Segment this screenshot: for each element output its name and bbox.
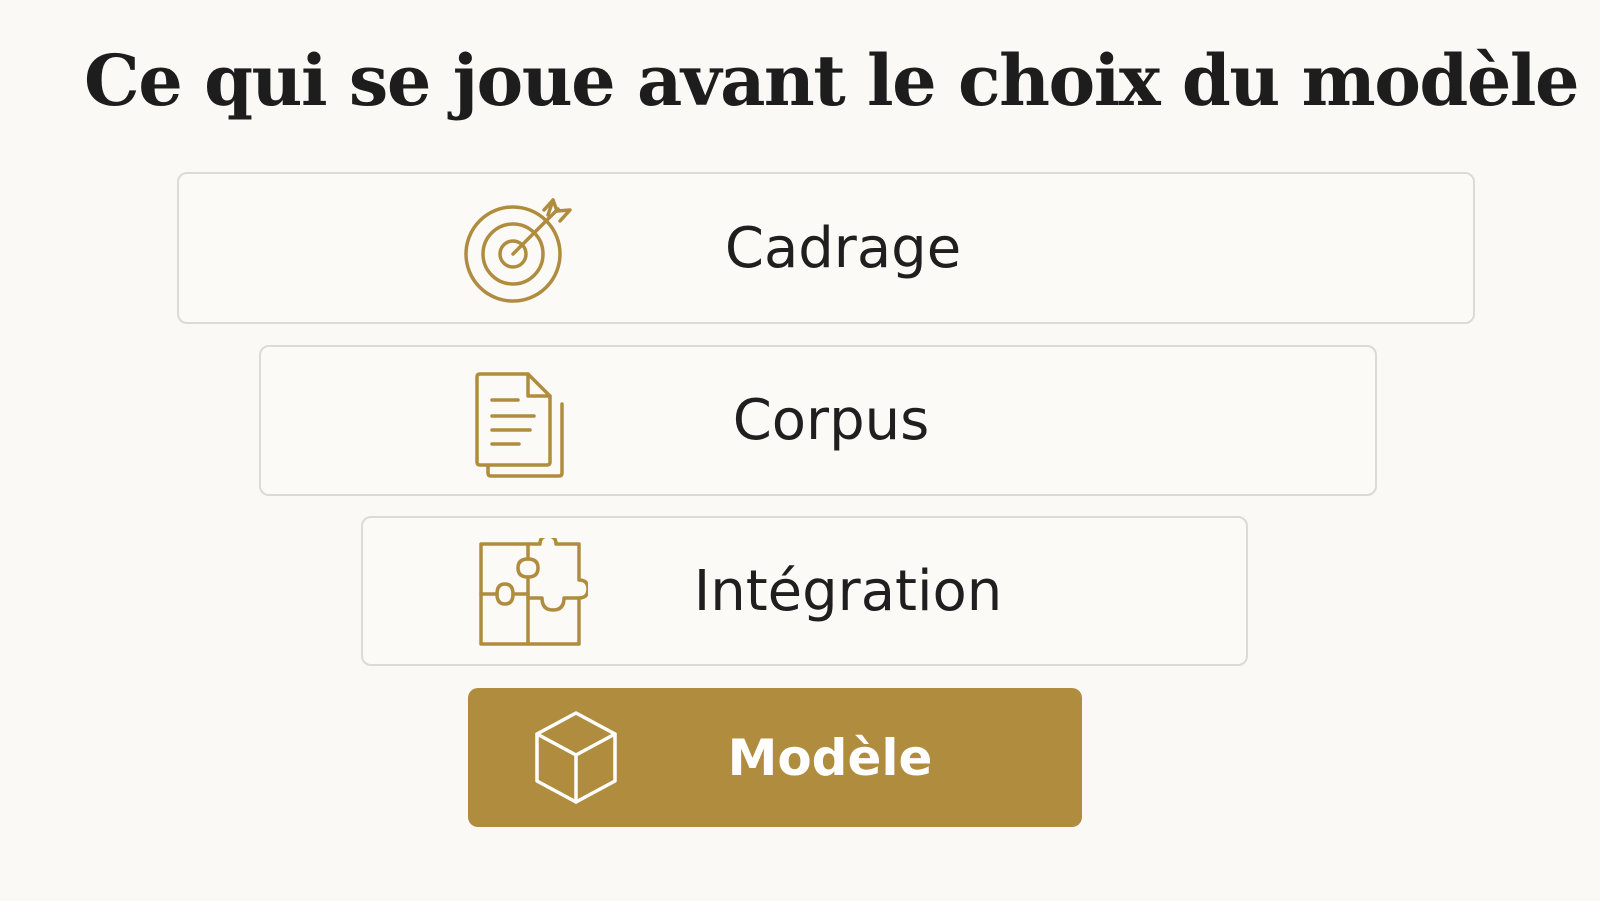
layer-label: Modèle	[727, 728, 933, 787]
document-icon	[475, 372, 564, 478]
layer-modele: Modèle	[468, 688, 1082, 827]
page-title: Ce qui se joue avant le choix du modèle	[83, 39, 1580, 122]
layer-integration: Intégration	[361, 516, 1248, 666]
puzzle-icon	[479, 538, 588, 646]
layer-label: Corpus	[732, 388, 930, 453]
target-icon	[464, 198, 572, 303]
layer-corpus: Corpus	[259, 345, 1377, 496]
layer-cadrage: Cadrage	[177, 172, 1475, 324]
layer-label: Intégration	[693, 558, 1003, 624]
layer-label: Cadrage	[724, 215, 962, 281]
cube-icon	[535, 711, 617, 804]
